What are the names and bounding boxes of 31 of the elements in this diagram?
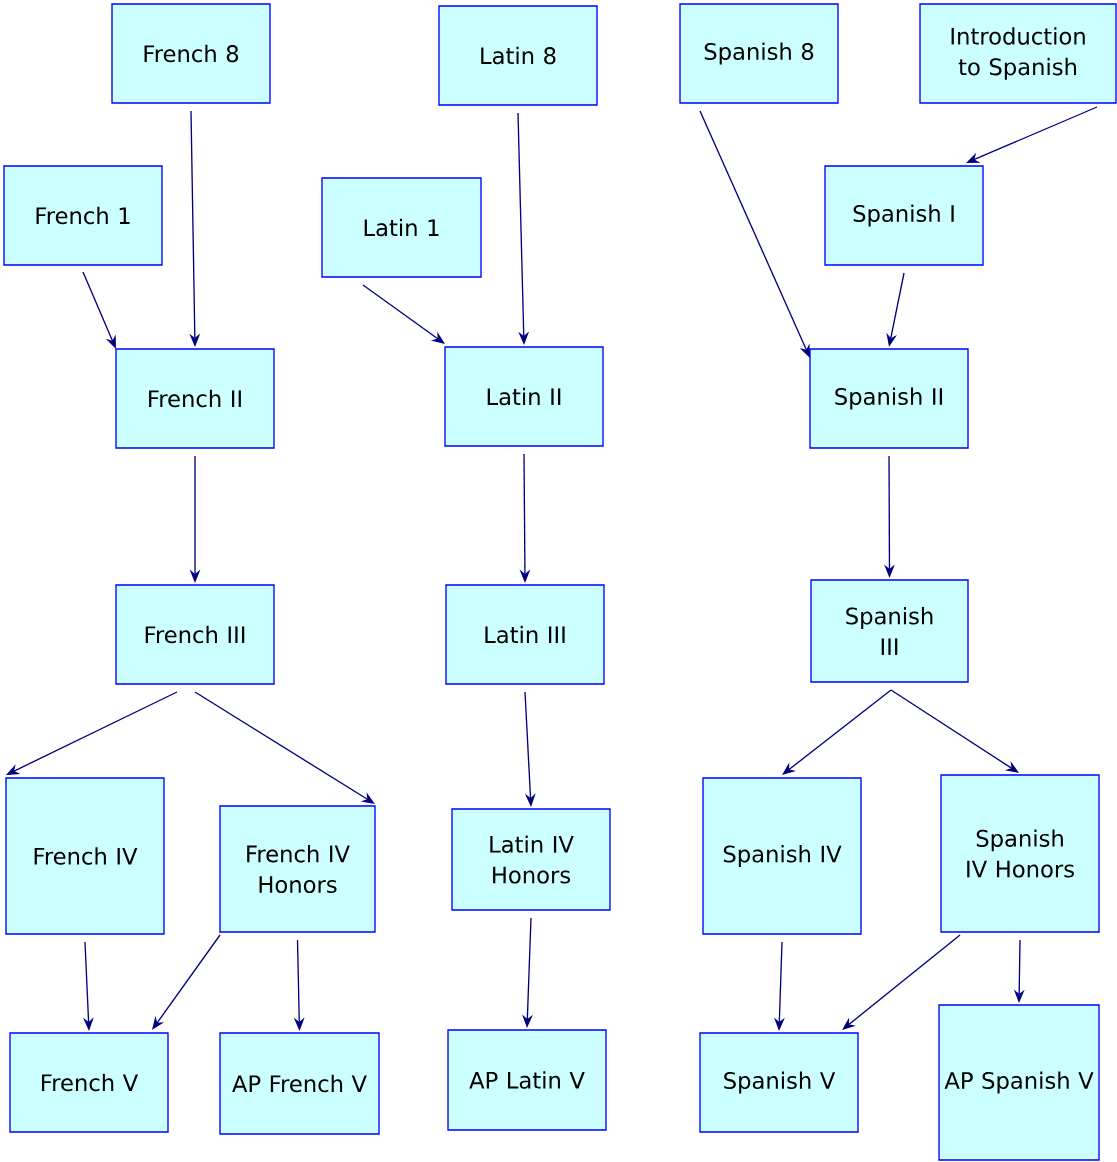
course-box: Spanish III [810,579,969,683]
arrow [699,110,810,358]
course-box: French IV Honors [219,805,376,933]
arrow [152,934,221,1030]
course-box: Spanish IV Honors [940,774,1100,933]
course-box: French IV [5,777,165,935]
course-box: AP Spanish V [938,1004,1100,1161]
course-box: Latin 8 [438,5,598,106]
course-box: AP Latin V [447,1029,607,1131]
arrow [890,689,1019,773]
arrow [782,689,892,775]
course-box: Spanish II [809,348,969,449]
course-box: French 8 [111,3,271,104]
course-box: Latin IV Honors [451,808,611,911]
course-box: French 1 [3,165,163,266]
course-box: Spanish V [699,1032,859,1133]
arrow [6,691,178,775]
arrow [194,691,375,804]
course-box: Latin II [444,346,604,447]
arrow [842,934,961,1030]
course-box: AP French V [219,1032,380,1135]
course-box: Latin III [445,584,605,685]
course-box: Spanish IV [702,777,862,935]
course-box: Spanish I [824,165,984,266]
course-box: Latin 1 [321,177,482,278]
arrow [362,284,445,344]
course-box: Introduction to Spanish [919,3,1117,104]
course-box: French II [115,348,275,449]
course-box: Spanish 8 [679,3,839,104]
course-box: French III [115,584,275,685]
course-box: French V [9,1032,169,1133]
